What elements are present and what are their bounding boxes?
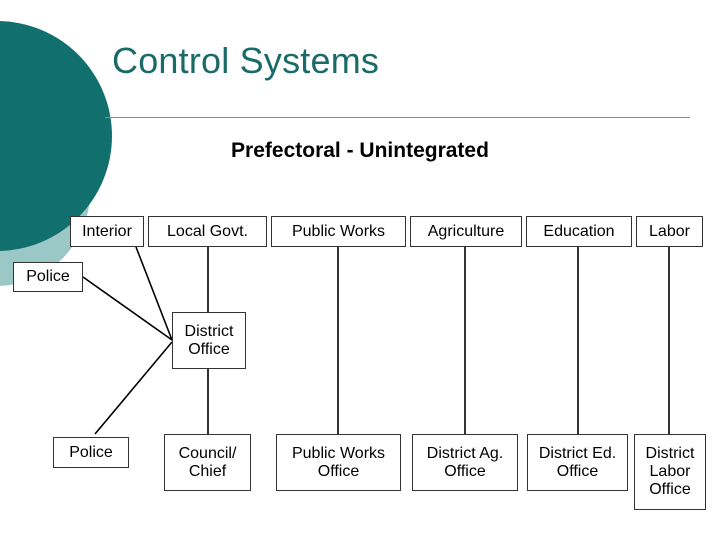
node-agriculture[interactable]: Agriculture <box>410 216 522 247</box>
connector-police-lower-district-office <box>94 341 173 435</box>
title-divider <box>105 117 690 118</box>
node-interior[interactable]: Interior <box>70 216 144 247</box>
page-title: Control Systems <box>112 40 380 81</box>
connector-police-upper-district-office <box>82 276 173 341</box>
node-public-works-office[interactable]: Public Works Office <box>276 434 401 491</box>
node-police-lower[interactable]: Police <box>53 437 129 468</box>
slide-subtitle: Prefectoral - Unintegrated <box>231 139 489 162</box>
node-district-office[interactable]: District Office <box>172 312 246 369</box>
node-council-chief[interactable]: Council/ Chief <box>164 434 251 491</box>
node-local-govt[interactable]: Local Govt. <box>148 216 267 247</box>
node-district-labor-office[interactable]: District Labor Office <box>634 434 706 510</box>
node-police-upper[interactable]: Police <box>13 262 83 292</box>
node-district-ed-office[interactable]: District Ed. Office <box>527 434 628 491</box>
node-education[interactable]: Education <box>526 216 632 247</box>
node-public-works[interactable]: Public Works <box>271 216 406 247</box>
connector-interior-district-office <box>135 246 173 341</box>
node-labor[interactable]: Labor <box>636 216 703 247</box>
node-district-ag-office[interactable]: District Ag. Office <box>412 434 518 491</box>
